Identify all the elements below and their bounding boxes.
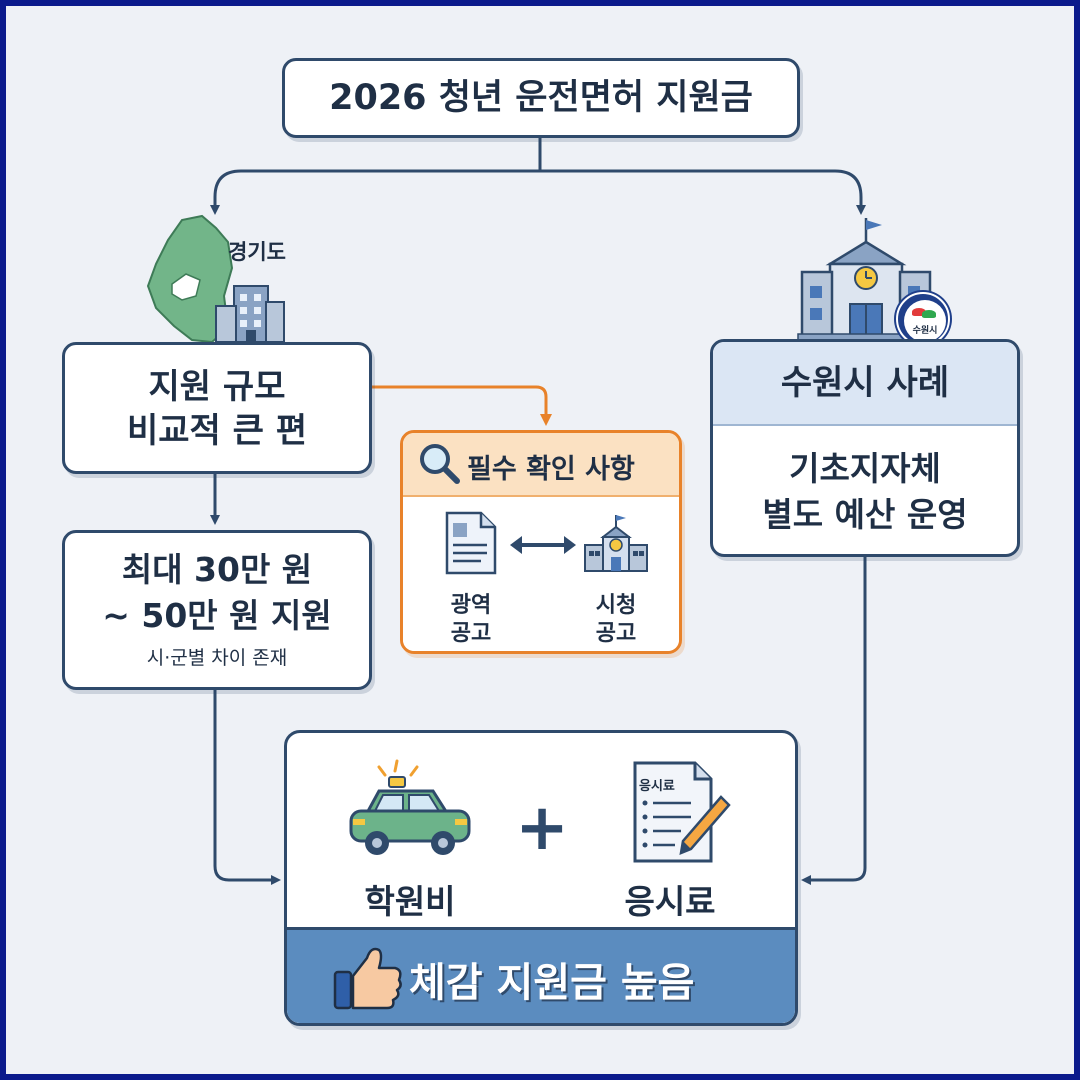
plus-sign: + <box>515 791 569 865</box>
document-icon <box>445 511 497 575</box>
check-header: 필수 확인 사항 <box>403 433 679 497</box>
check-body: 광역 공고 시청 공고 <box>403 497 679 651</box>
magnifier-icon <box>420 444 460 484</box>
footer-text: 체감 지원금 높음 <box>409 960 695 1006</box>
suwon-header: 수원시 사례 <box>713 342 1017 426</box>
page-title: 2026 청년 운전면허 지원금 <box>329 78 753 118</box>
suwon-emblem-icon: 수원시 <box>896 292 950 346</box>
suwon-box: 수원시 사례 기초지자체 별도 예산 운영 <box>710 339 1020 557</box>
scale-line1: 지원 규모 <box>148 367 286 407</box>
suwon-emblem-text: 수원시 <box>912 326 938 336</box>
support-scale-box: 지원 규모 비교적 큰 편 <box>62 342 372 474</box>
check-box: 필수 확인 사항 <box>400 430 682 654</box>
title-box: 2026 청년 운전면허 지원금 <box>282 58 800 138</box>
arrow-to-check <box>372 385 552 426</box>
suwon-body-line2: 별도 예산 운영 <box>762 495 968 534</box>
left-notice-line2: 공고 <box>450 621 492 646</box>
result-item1: 학원비 <box>364 882 456 921</box>
gyeonggi-label: 경기도 <box>228 240 286 264</box>
result-footer: 체감 지원금 높음 <box>287 927 795 1023</box>
amount-box: 최대 30만 원 ~ 50만 원 지원 시·군별 차이 존재 <box>62 530 372 690</box>
right-notice-line2: 공고 <box>595 621 637 646</box>
suwon-header-title: 수원시 사례 <box>780 363 950 403</box>
thumbs-up-icon <box>333 947 402 1010</box>
connector-lines <box>210 138 867 885</box>
amount-line2: ~ 50만 원 지원 <box>102 596 332 635</box>
result-item2: 응시료 <box>624 882 716 921</box>
taxi-car-icon <box>349 759 471 855</box>
scale-line2: 비교적 큰 편 <box>126 411 308 451</box>
city-hall-small-icon <box>584 515 648 572</box>
right-notice-line1: 시청 <box>595 593 637 618</box>
suwon-body-line1: 기초지자체 <box>789 449 941 488</box>
exam-document-pencil-icon <box>633 761 731 863</box>
double-arrow-icon <box>510 536 576 554</box>
doc-label: 응시료 <box>639 779 675 794</box>
left-notice-line1: 광역 <box>450 593 492 618</box>
arrow-to-suwon <box>540 169 866 215</box>
result-box: + 응시료 학원비 응시료 체감 지원금 높음 <box>284 730 798 1026</box>
check-title: 필수 확인 사항 <box>467 454 635 485</box>
arrow-amount-to-result <box>213 690 281 885</box>
amount-note: 시·군별 차이 존재 <box>146 647 288 669</box>
arrow-to-gyeonggi <box>210 169 540 215</box>
infographic-canvas: 2026 청년 운전면허 지원금 경기도 지원 규모 비교적 큰 편 최대 30… <box>6 6 1074 1074</box>
amount-line1: 최대 30만 원 <box>121 550 313 589</box>
arrow-suwon-to-result <box>801 557 867 885</box>
